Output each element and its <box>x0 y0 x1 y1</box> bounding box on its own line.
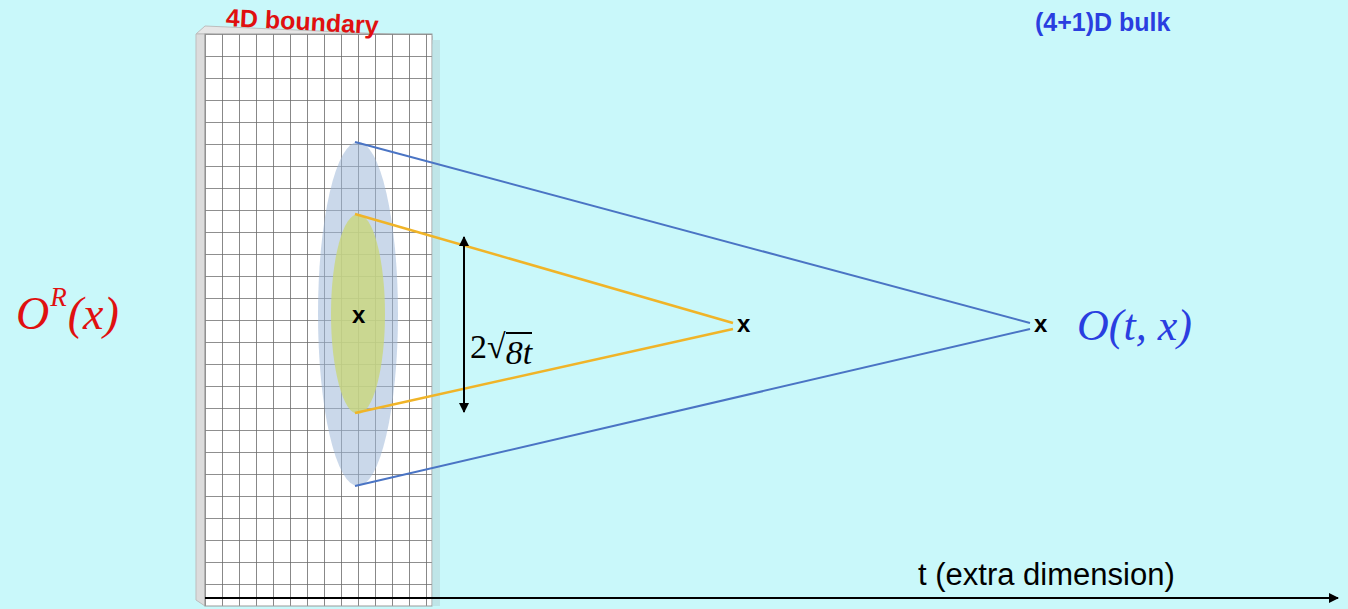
blue-cone-line <box>355 329 1030 486</box>
yellow-cone-line <box>355 214 733 323</box>
lattice-face <box>205 34 432 606</box>
axis-label: t (extra dimension) <box>918 558 1175 592</box>
dimension-arrow <box>463 237 465 412</box>
bulk-title: (4+1)D bulk <box>1035 9 1170 37</box>
yellow-smearing-region <box>331 214 385 414</box>
panel-shadow <box>432 40 440 606</box>
panel-side <box>196 34 205 606</box>
width-label-radicand: 8t <box>506 332 532 371</box>
operator-argument: (x) <box>68 289 119 340</box>
blue-smearing-region <box>318 142 398 486</box>
axis-arrow <box>205 597 1338 599</box>
blue-cone-line <box>355 142 1030 323</box>
point-mark: x <box>737 311 750 337</box>
operator-symbol: O <box>16 289 49 340</box>
width-label: 2√ <box>470 328 506 365</box>
bulk-operator: O(t, x) <box>1077 302 1192 350</box>
point-mark: x <box>1034 311 1047 337</box>
operator-superscript: R <box>50 283 67 313</box>
point-mark: x <box>352 302 365 328</box>
yellow-cone-line <box>355 329 733 413</box>
